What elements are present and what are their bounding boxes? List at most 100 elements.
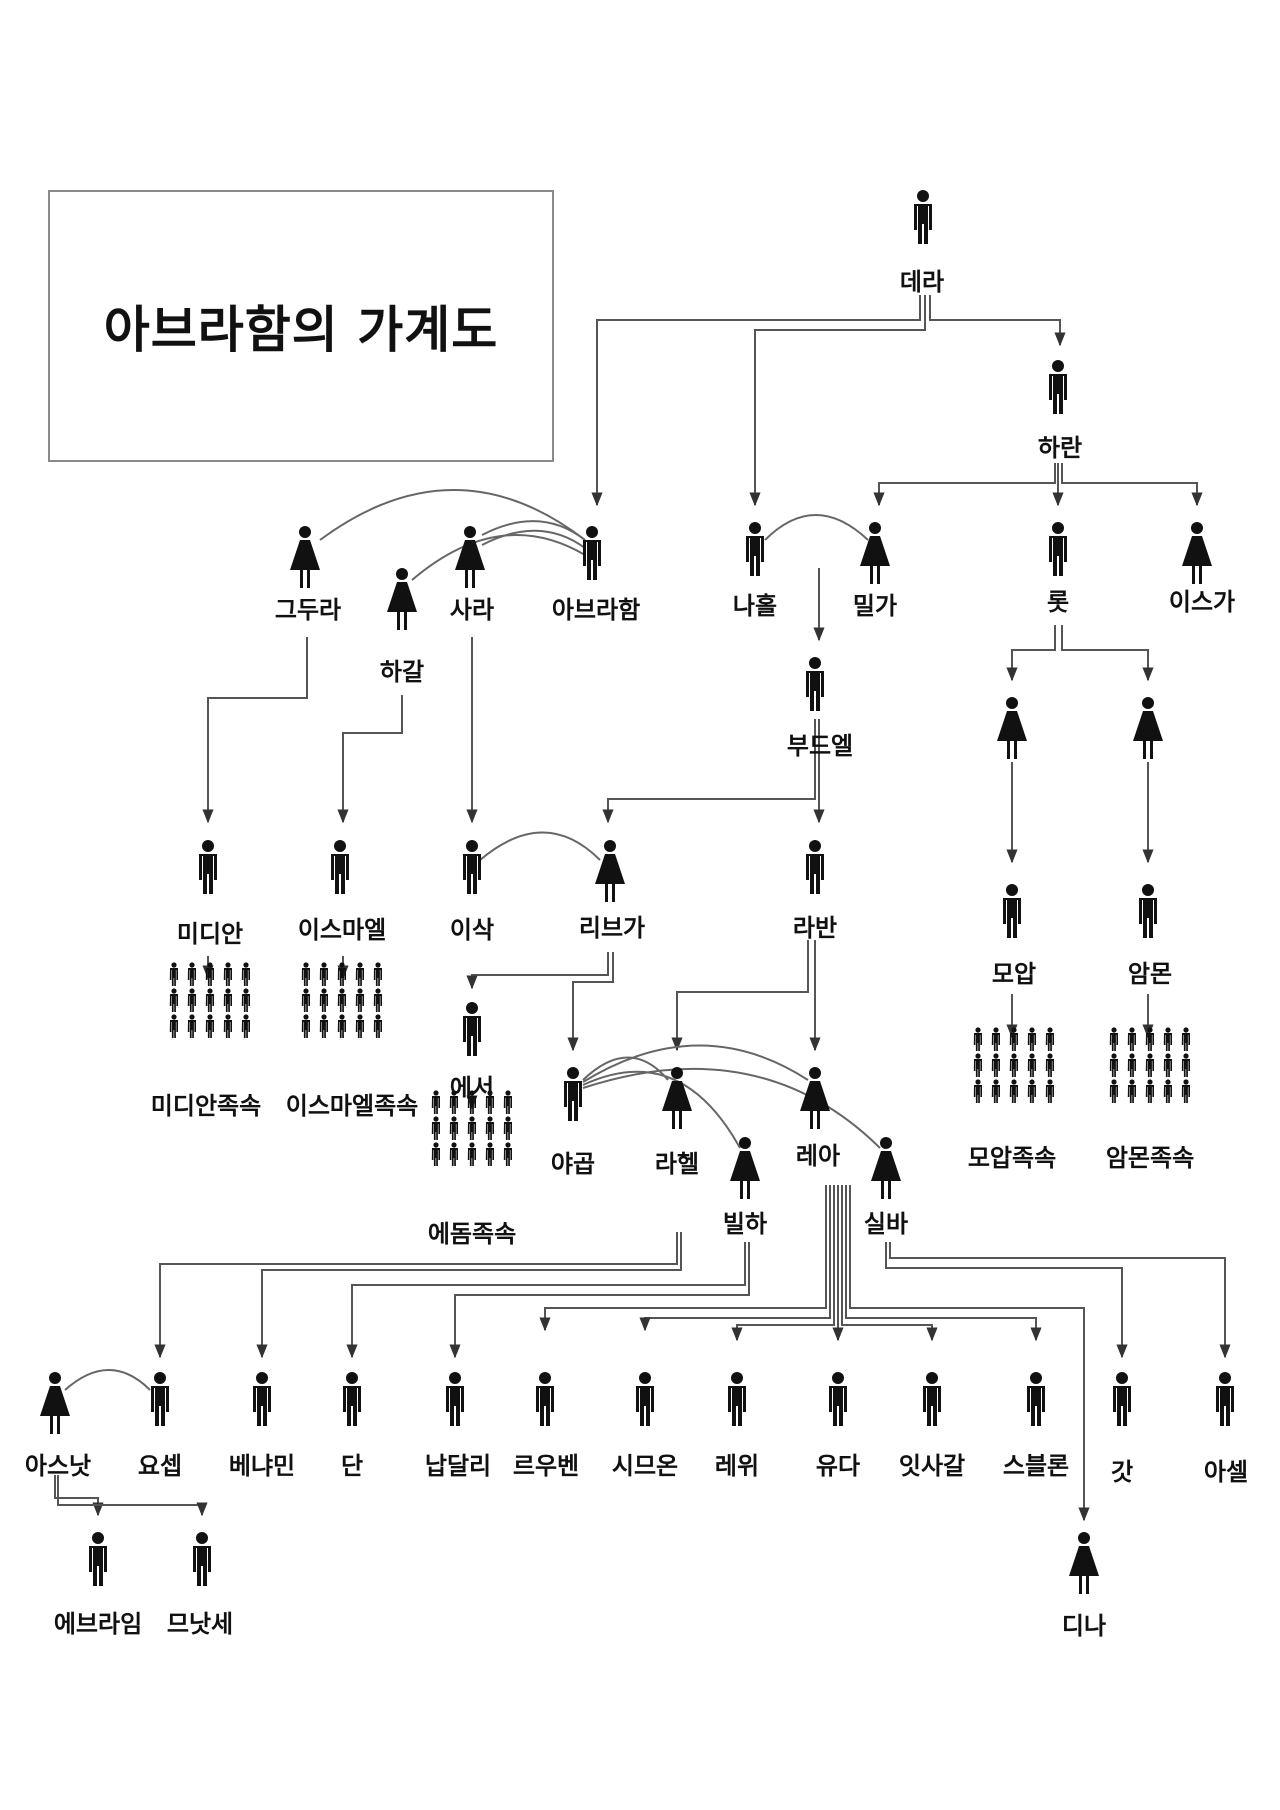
title-box: 아브라함의 가계도 (48, 190, 554, 462)
descent-arrow (671, 940, 809, 1052)
marriage-arc (319, 489, 586, 541)
person-label-esau: 에서 (449, 1074, 495, 1102)
person-judah-icon (829, 1372, 847, 1426)
marriage-arcs (64, 489, 881, 1391)
tribe-member-icon (991, 1053, 1000, 1077)
person-label-naphtali: 납달리 (424, 1452, 492, 1480)
tribe-member-icon (241, 988, 250, 1012)
person-levi-icon (728, 1372, 746, 1426)
person-label-zilpah: 실바 (863, 1210, 909, 1238)
descent-arrow (466, 952, 609, 990)
person-benjamin-icon (253, 1372, 271, 1426)
marriage-arc (411, 534, 586, 581)
person-label-rebekah: 리브가 (578, 914, 646, 942)
tribe-member-icon (1027, 1053, 1036, 1077)
marriage-arc (582, 1070, 741, 1149)
tribe-member-icon (449, 1116, 458, 1140)
person-label-dan: 단 (340, 1452, 364, 1480)
tribe-member-icon (169, 962, 178, 986)
tribe-member-icon (319, 962, 328, 986)
person-milka-icon (860, 522, 890, 584)
person-label-issachar: 잇사갈 (898, 1452, 966, 1480)
person-label-iska: 이스가 (1168, 588, 1236, 616)
person-joseph-icon (151, 1372, 169, 1426)
descent-arrow (1006, 625, 1056, 682)
person-zebulun-icon (1027, 1372, 1045, 1426)
tribe-label-midianites: 미디안족속 (150, 1092, 262, 1120)
tribe-member-icon (1009, 1079, 1018, 1103)
tribe-member-icon (1127, 1079, 1136, 1103)
tribe-member-icon (1027, 1027, 1036, 1051)
tribe-member-icon (205, 988, 214, 1012)
tribe-member-icon (301, 962, 310, 986)
tribe-group-moabites (973, 1027, 1054, 1103)
person-laban-icon (806, 840, 824, 894)
tribe-member-icon (1181, 1079, 1190, 1103)
marriage-arc (64, 1369, 151, 1391)
descent-arrow (639, 1185, 831, 1332)
tribe-member-icon (1045, 1053, 1054, 1077)
person-lot-icon (1049, 522, 1067, 576)
person-jacob-icon (564, 1067, 582, 1121)
person-bethuel-icon (806, 657, 824, 711)
person-label-rachel: 라헬 (654, 1150, 700, 1178)
person-haran-icon (1049, 360, 1067, 414)
descent-arrow (929, 295, 1066, 347)
tribe-group-ishmaelites (301, 962, 382, 1038)
person-label-joseph: 요셉 (137, 1452, 183, 1480)
person-label-bethuel: 부드엘 (786, 732, 854, 760)
person-nahor-icon (746, 522, 764, 576)
person-label-gad: 갓 (1110, 1458, 1134, 1486)
person-label-judah: 유다 (815, 1452, 861, 1480)
person-label-zebulun: 스블론 (1002, 1452, 1070, 1480)
person-ketura-icon (290, 526, 320, 588)
tribe-member-icon (355, 1014, 364, 1038)
tribe-member-icon (449, 1142, 458, 1166)
person-label-ammon: 암몬 (1127, 960, 1173, 988)
descent-arrow (885, 1242, 1128, 1359)
tribe-member-icon (223, 1014, 232, 1038)
tribe-member-icon (205, 1014, 214, 1038)
person-label-nahor: 나홀 (732, 592, 778, 620)
person-label-hagar: 하갈 (379, 658, 425, 686)
person-esau-icon (463, 1002, 481, 1056)
tribe-member-icon (187, 1014, 196, 1038)
person-label-jacob: 야곱 (550, 1150, 596, 1178)
descent-arrow (202, 637, 308, 824)
person-label-manasseh: 므낫세 (166, 1610, 234, 1638)
tribe-label-ammonites: 암몬족속 (1105, 1144, 1195, 1172)
descent-arrow (449, 1242, 750, 1359)
marriage-arc (582, 1044, 809, 1083)
person-label-dera: 데라 (899, 268, 945, 296)
tribe-member-icon (503, 1090, 512, 1114)
person-label-ephraim: 에브라임 (53, 1610, 143, 1638)
tribe-member-icon (1109, 1079, 1118, 1103)
person-midian-icon (199, 840, 217, 894)
tribe-label-ishmaelites: 이스마엘족속 (285, 1092, 419, 1120)
tribe-member-icon (319, 1014, 328, 1038)
descent-arrow (1061, 463, 1203, 507)
tribe-member-icon (1181, 1027, 1190, 1051)
tribe-label-edomites: 에돔족속 (427, 1220, 517, 1248)
person-dera-icon (914, 190, 932, 244)
person-label-abraham: 아브라함 (551, 596, 641, 624)
person-sara-icon (455, 526, 485, 588)
page-title: 아브라함의 가계도 (103, 301, 499, 359)
tribe-member-icon (1127, 1053, 1136, 1077)
tribe-member-icon (431, 1142, 440, 1166)
tribe-member-icon (373, 1014, 382, 1038)
person-manasseh-icon (193, 1532, 211, 1586)
person-label-reuben: 르우벤 (512, 1452, 580, 1480)
descent-arrow (346, 1242, 746, 1359)
person-label-sara: 사라 (449, 596, 495, 624)
descent-arrow (567, 952, 614, 1052)
tribe-group-ammonites (1109, 1027, 1190, 1103)
tribe-member-icon (973, 1027, 982, 1051)
tribe-member-icon (337, 988, 346, 1012)
tribe-member-icon (1045, 1027, 1054, 1051)
tribe-member-icon (337, 962, 346, 986)
person-lotdau1-icon (997, 697, 1027, 759)
tribe-member-icon (223, 962, 232, 986)
tribe-member-icon (485, 1116, 494, 1140)
marriage-arc (481, 529, 586, 549)
